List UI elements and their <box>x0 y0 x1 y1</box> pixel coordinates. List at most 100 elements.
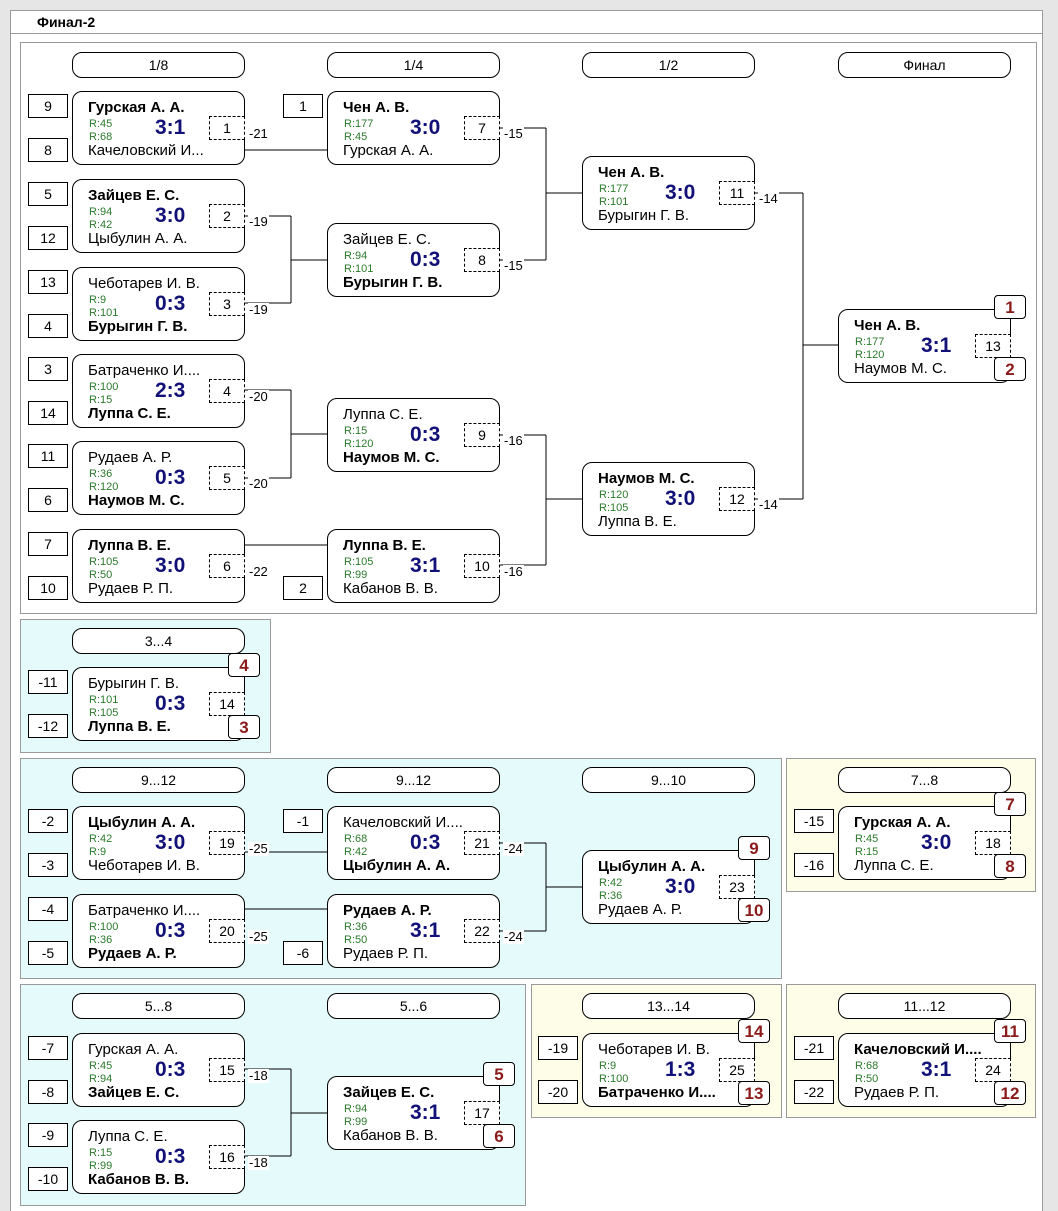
player-2-rating: R:105 <box>599 502 629 514</box>
seed-box-bottom: -16 <box>794 853 834 877</box>
player-2-rating: R:99 <box>344 569 368 581</box>
title-bar: Финал-2 <box>10 10 1043 34</box>
round-header-5-8: 5...8 <box>72 993 245 1019</box>
place-badge-loser: 10 <box>738 898 770 922</box>
player-2-rating: R:94 <box>89 1073 113 1085</box>
player-1-rating: R:45 <box>89 118 113 130</box>
loser-destination: -21 <box>248 126 269 141</box>
match-number: 9 <box>464 423 500 447</box>
player-1-name: Рудаев А. Р. <box>88 449 173 466</box>
player-1-name: Цыбулин А. А. <box>88 814 196 831</box>
seed-box-bottom: 8 <box>28 138 68 162</box>
player-2-name: Кабанов В. В. <box>88 1171 190 1188</box>
player-2-name: Наумов М. С. <box>88 492 185 509</box>
player-1-rating: R:15 <box>344 425 368 437</box>
match-score: 3:0 <box>410 116 441 139</box>
player-2-name: Кабанов В. В. <box>343 1127 438 1144</box>
round-header-9-12-b: 9...12 <box>327 767 500 793</box>
match-score: 0:3 <box>155 292 186 315</box>
player-1-name: Качеловский И.... <box>854 1041 982 1058</box>
seed-box-top: -7 <box>28 1036 68 1060</box>
match-score: 3:0 <box>155 831 186 854</box>
seed-box-top: 1 <box>283 94 323 118</box>
player-1-name: Бурыгин Г. В. <box>88 675 180 692</box>
round-header-1-4: 1/4 <box>327 52 500 78</box>
player-2-name: Бурыгин Г. В. <box>88 318 188 335</box>
player-2-name: Цыбулин А. А. <box>88 230 188 247</box>
round-header-13-14: 13...14 <box>582 993 755 1019</box>
match-number: 19 <box>209 831 245 855</box>
match-number: 8 <box>464 248 500 272</box>
player-2-rating: R:36 <box>599 890 623 902</box>
seed-box-bottom: 12 <box>28 226 68 250</box>
seed-box-bottom: -5 <box>28 941 68 965</box>
player-1-name: Луппа С. Е. <box>343 406 423 423</box>
place-badge-winner: 4 <box>228 653 260 677</box>
match-score: 0:3 <box>410 831 441 854</box>
seed-box-bottom: -22 <box>794 1080 834 1104</box>
seed-box-top: 3 <box>28 357 68 381</box>
player-2-name: Рудаев А. Р. <box>88 945 177 962</box>
player-1-name: Чеботарев И. В. <box>598 1041 710 1058</box>
player-2-rating: R:36 <box>89 934 113 946</box>
match-score: 0:3 <box>155 466 186 489</box>
match-score: 0:3 <box>155 1145 186 1168</box>
round-header-3-4: 3...4 <box>72 628 245 654</box>
place-badge-loser: 2 <box>994 357 1026 381</box>
player-2-rating: R:99 <box>344 1116 368 1128</box>
loser-destination: -16 <box>503 564 524 579</box>
player-2-name: Рудаев А. Р. <box>598 901 683 918</box>
player-1-name: Зайцев Е. С. <box>88 187 180 204</box>
player-2-name: Рудаев Р. П. <box>88 580 174 597</box>
player-2-name: Чеботарев И. В. <box>88 857 200 874</box>
player-2-rating: R:99 <box>89 1160 113 1172</box>
round-header-final: Финал <box>838 52 1011 78</box>
loser-destination: -24 <box>503 841 524 856</box>
player-1-rating: R:45 <box>855 833 879 845</box>
player-1-rating: R:100 <box>89 381 119 393</box>
loser-destination: -14 <box>758 191 779 206</box>
player-1-name: Цыбулин А. А. <box>598 858 706 875</box>
place-badge-winner: 14 <box>738 1019 770 1043</box>
player-1-rating: R:105 <box>344 556 374 568</box>
player-1-rating: R:105 <box>89 556 119 568</box>
player-2-name: Луппа С. Е. <box>854 857 934 874</box>
match-score: 0:3 <box>410 248 441 271</box>
player-2-rating: R:105 <box>89 707 119 719</box>
place-badge-loser: 3 <box>228 715 260 739</box>
match-number: 15 <box>209 1058 245 1082</box>
seed-box-top: -1 <box>283 809 323 833</box>
seed-box-bottom: 2 <box>283 576 323 600</box>
seed-box-top: 9 <box>28 94 68 118</box>
match-number: 1 <box>209 116 245 140</box>
match-number: 14 <box>209 692 245 716</box>
player-2-name: Цыбулин А. А. <box>343 857 451 874</box>
player-2-rating: R:68 <box>89 131 113 143</box>
round-header-1-8: 1/8 <box>72 52 245 78</box>
